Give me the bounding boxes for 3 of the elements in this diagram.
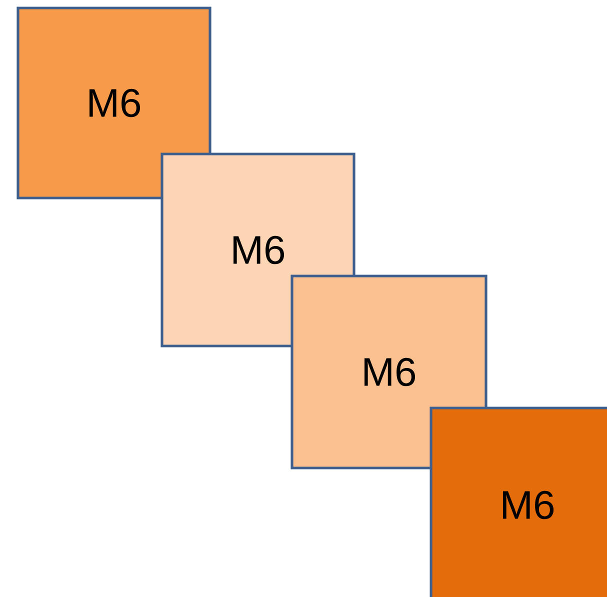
square-box: M6: [430, 406, 607, 597]
square-box: M6: [16, 6, 212, 200]
square-box: M6: [290, 274, 488, 470]
